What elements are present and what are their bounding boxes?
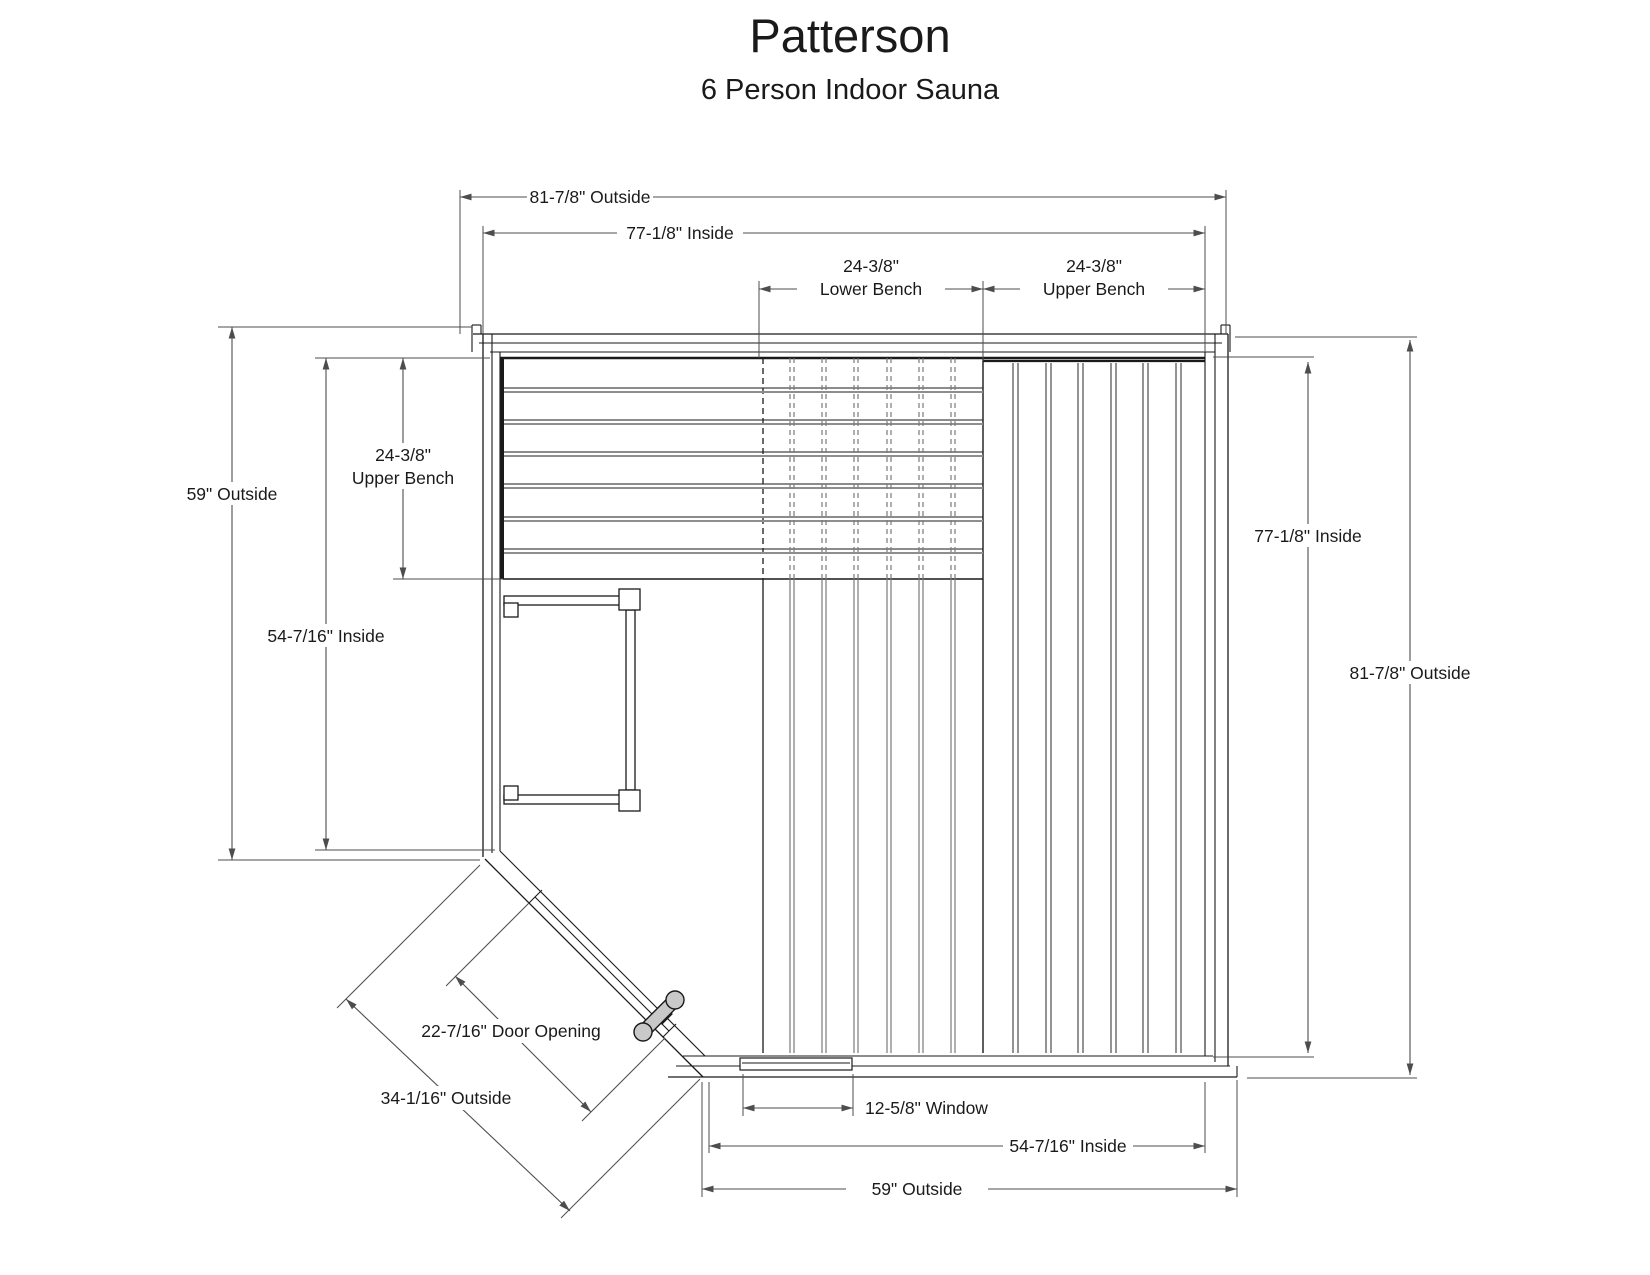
extension-lines <box>218 190 1417 1219</box>
dim-label-right-outside: 81-7/8" Outside <box>1349 663 1470 683</box>
dim-label-left-inside: 54-7/16" Inside <box>267 626 384 646</box>
heater-guard-rail <box>503 588 641 812</box>
dim-label-lower-bench: Lower Bench <box>820 279 922 299</box>
label-masks <box>164 186 1478 1201</box>
bench-edges <box>500 358 1205 1053</box>
dim-label-lower-bench-width: 24-3/8" <box>843 256 899 276</box>
dim-label-upper-bench: Upper Bench <box>1043 279 1145 299</box>
right-upper-bench-slats <box>1012 363 1182 1053</box>
heater-foot-top <box>503 602 519 618</box>
dim-label-diagonal-outside: 34-1/16" Outside <box>381 1088 512 1108</box>
door-leaf <box>534 896 670 1032</box>
dim-label-top-outside: 81-7/8" Outside <box>529 187 650 207</box>
heater-foot-bottom <box>503 785 519 801</box>
door-handle <box>633 990 685 1042</box>
dim-label-left-bench-width: 24-3/8" <box>375 445 431 465</box>
door-jamb-lower <box>662 1023 677 1038</box>
heater-rail-right <box>625 609 636 791</box>
heater-rail-bottom <box>503 794 621 805</box>
dim-label-right-inside: 77-1/8" Inside <box>1254 526 1361 546</box>
door-jamb-upper <box>528 889 543 904</box>
heater-post-top <box>618 588 641 611</box>
sauna-walls <box>471 324 1238 1078</box>
drawing-title-block: Patterson 6 Person Indoor Sauna <box>701 9 1000 106</box>
heater-rail-top <box>503 595 621 606</box>
door-handle-knob-inner <box>665 990 685 1010</box>
page-title: Patterson <box>749 9 950 62</box>
dim-label-door-opening: 22-7/16" Door Opening <box>421 1021 600 1041</box>
dim-label-left-outside: 59" Outside <box>187 484 278 504</box>
dim-label-bottom-inside: 54-7/16" Inside <box>1009 1136 1126 1156</box>
window <box>739 1057 853 1071</box>
dim-label-upper-bench-width: 24-3/8" <box>1066 256 1122 276</box>
dim-label-window: 12-5/8" Window <box>865 1098 988 1118</box>
lower-bench-hidden-slats <box>789 358 956 579</box>
dimension-labels: 81-7/8" Outside 77-1/8" Inside 24-3/8" L… <box>187 187 1471 1199</box>
dim-label-left-bench: Upper Bench <box>352 468 454 488</box>
door-handle-knob-outer <box>633 1022 653 1042</box>
corner-door <box>528 889 677 1038</box>
page-subtitle: 6 Person Indoor Sauna <box>701 74 1000 106</box>
dim-label-bottom-outside: 59" Outside <box>872 1179 963 1199</box>
upper-bench-slats <box>504 387 983 554</box>
lower-bench-slats <box>789 579 956 1053</box>
heater-post-bottom <box>618 789 641 812</box>
dim-label-top-inside: 77-1/8" Inside <box>626 223 733 243</box>
